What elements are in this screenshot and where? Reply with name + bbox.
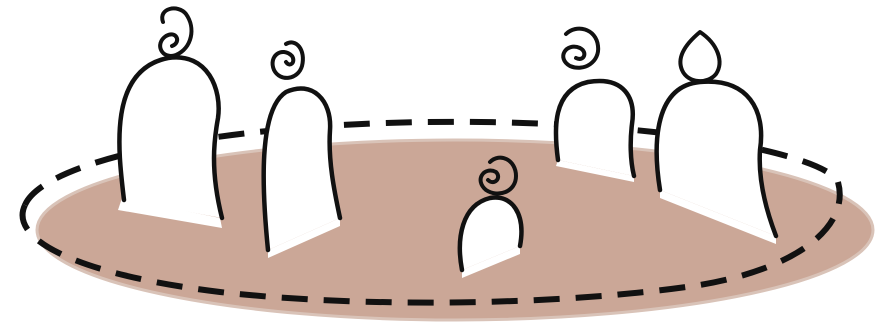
person-head-swirl xyxy=(561,26,601,70)
child-head-swirl xyxy=(478,155,518,196)
figure-shadow xyxy=(556,160,634,182)
figure-shadow xyxy=(268,218,340,258)
person-head-swirl xyxy=(270,40,305,80)
figure-shadow xyxy=(118,198,222,228)
dashed-boundary-back xyxy=(22,118,841,207)
person-left-figure xyxy=(261,40,343,258)
child-body xyxy=(457,195,524,273)
small-child-center-figure xyxy=(457,155,524,278)
tall-person-far-right-figure xyxy=(654,30,779,244)
figure-shadow xyxy=(660,190,776,244)
person-head-swirl xyxy=(158,6,194,58)
person-body xyxy=(654,79,779,239)
person-body xyxy=(261,86,343,253)
figure-shadow xyxy=(462,246,520,278)
dashed-boundary-front xyxy=(19,181,843,306)
tall-person-far-left-figure xyxy=(117,6,225,228)
person-head-teardrop xyxy=(678,30,722,83)
person-body xyxy=(117,55,225,221)
person-body xyxy=(553,78,637,179)
person-right-figure xyxy=(553,26,637,182)
